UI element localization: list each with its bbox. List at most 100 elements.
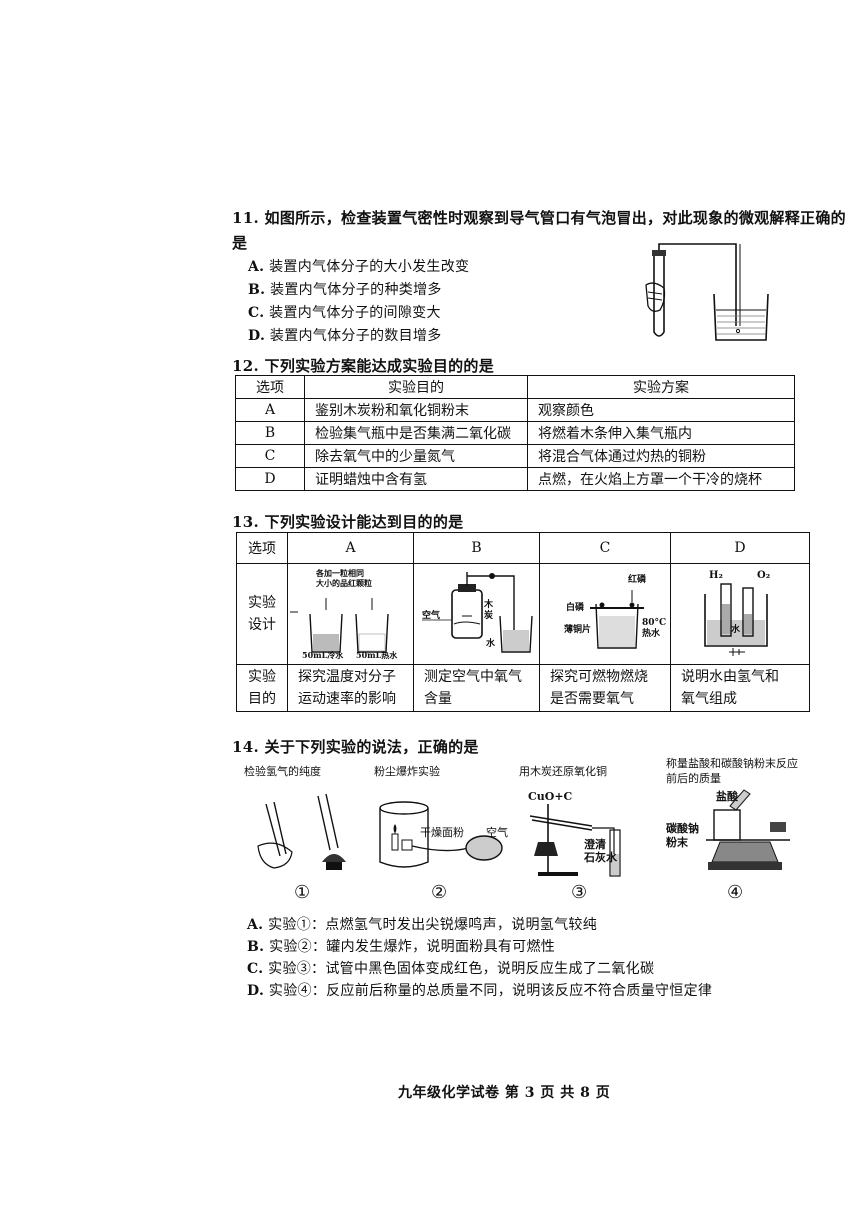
table-row: C 除去氧气中的少量氮气 将混合气体通过灼热的铜粉 <box>235 444 795 468</box>
option-label: A. <box>248 259 265 275</box>
purpose-d: 说明水由氢气和氧气组成 <box>670 664 810 712</box>
table-row: B 检验集气瓶中是否集满二氧化碳 将燃着木条伸入集气瓶内 <box>235 421 795 445</box>
purpose-row: 实验 目的 探究温度对分子运动速率的影响 测定空气中氧气含量 探究可燃物燃烧是否… <box>236 664 810 712</box>
q13-table: 选项 A B C D 实验 设计 各加一粒相同 大小的品红颗粒 5 <box>236 532 810 712</box>
option-label: C. <box>248 305 265 321</box>
design-figure-a: 各加一粒相同 大小的品红颗粒 50mL冷水 50mL热水 <box>287 563 414 665</box>
q11-stem-line2: 是 <box>232 234 248 252</box>
option-text: 实验③：试管中黑色固体变成红色，说明反应生成了二氧化碳 <box>268 961 655 977</box>
fig1-hydrogen-purity <box>252 786 352 882</box>
fig3-cuo-c-label: CuO+C <box>528 790 573 803</box>
fig-d-h2-label: H₂ <box>709 570 723 581</box>
fig2-dust-explosion <box>376 796 506 876</box>
header-col-a: A <box>287 532 414 564</box>
q11-option-c: C. 装置内气体分子的间隙变大 <box>248 302 441 322</box>
fig-a-top-label: 各加一粒相同 大小的品红颗粒 <box>316 568 372 588</box>
fig3-carbon-reduction <box>522 794 642 880</box>
q11-option-d: D. 装置内气体分子的数目增多 <box>248 325 442 345</box>
fig-c-hot-water-label: 80°C 热水 <box>642 618 667 639</box>
design-figure-c: 红磷 白磷 薄铜片 80°C 热水 <box>539 563 671 665</box>
q14-option-a: A. 实验①：点燃氢气时发出尖锐爆鸣声，说明氢气较纯 <box>247 914 597 934</box>
header-col-c: C <box>539 532 671 564</box>
fig3-number: ③ <box>571 882 588 903</box>
fig1-caption: 检验氢气的纯度 <box>244 765 321 778</box>
fig-d-water-label: 水 <box>731 625 741 635</box>
option-text: 装置内气体分子的大小发生改变 <box>269 259 470 275</box>
fig-a-hot-label: 50mL热水 <box>356 650 398 660</box>
fig3-caption: 用木炭还原氧化铜 <box>519 765 607 778</box>
q14-option-c: C. 实验③：试管中黑色固体变成红色，说明反应生成了二氧化碳 <box>247 958 654 978</box>
fig2-air-label: 空气 <box>486 826 508 839</box>
option-text: 实验①：点燃氢气时发出尖锐爆鸣声，说明氢气较纯 <box>268 917 598 933</box>
page-footer: 九年级化学试卷 第 3 页 共 8 页 <box>398 1085 611 1101</box>
fig-b-air-label: 空气 <box>422 611 441 621</box>
option-label: B. <box>247 939 265 955</box>
row-option: D <box>235 467 305 491</box>
fig-b-water-label: 水 <box>486 639 496 649</box>
q12-stem: 12. 下列实验方案能达成实验目的的是 <box>232 357 495 375</box>
row-plan: 点燃，在火焰上方罩一个干冷的烧杯 <box>527 467 795 491</box>
row-purpose: 除去氧气中的少量氮气 <box>304 444 528 468</box>
option-text: 装置内气体分子的种类增多 <box>270 282 442 298</box>
row-purpose: 检验集气瓶中是否集满二氧化碳 <box>304 421 528 445</box>
fig-d-o2-label: O₂ <box>757 570 771 581</box>
option-text: 装置内气体分子的间隙变大 <box>269 305 441 321</box>
table-header-row: 选项 实验目的 实验方案 <box>235 375 795 399</box>
fig2-caption: 粉尘爆炸实验 <box>374 765 440 778</box>
fig4-number: ④ <box>727 882 744 903</box>
header-purpose: 实验目的 <box>304 375 528 399</box>
row-option: B <box>235 421 305 445</box>
row-plan: 将燃着木条伸入集气瓶内 <box>527 421 795 445</box>
header-option: 选项 <box>236 532 288 564</box>
table-row: A 鉴别木炭粉和氧化铜粉末 观察颜色 <box>235 398 795 422</box>
fig3-limewater-label: 澄清 石灰水 <box>584 838 617 864</box>
q14-option-b: B. 实验②：罐内发生爆炸，说明面粉具有可燃性 <box>247 936 555 956</box>
header-option: 选项 <box>235 375 305 399</box>
design-figure-d: H₂ O₂ 水 <box>670 563 810 665</box>
row-option: A <box>235 398 305 422</box>
option-text: 实验②：罐内发生爆炸，说明面粉具有可燃性 <box>269 939 556 955</box>
design-label: 实验 设计 <box>236 563 288 665</box>
fig4-balance <box>690 786 800 878</box>
fig-c-white-p-label: 白磷 <box>566 603 585 613</box>
purpose-a: 探究温度对分子运动速率的影响 <box>287 664 414 712</box>
row-purpose: 证明蜡烛中含有氢 <box>304 467 528 491</box>
fig-c-copper-label: 薄铜片 <box>564 625 592 635</box>
q11-airtightness-figure <box>640 240 780 346</box>
q14-stem: 14. 关于下列实验的说法，正确的是 <box>232 738 479 756</box>
row-plan: 将混合气体通过灼热的铜粉 <box>527 444 795 468</box>
fig4-na2co3-label: 碳酸钠 粉末 <box>666 822 699 849</box>
fig-c-red-p-label: 红磷 <box>628 575 647 585</box>
option-text: 实验④：反应前后称量的总质量不同，说明该反应不符合质量守恒定律 <box>268 983 713 999</box>
q11-option-a: A. 装置内气体分子的大小发生改变 <box>248 256 469 276</box>
option-label: A. <box>247 917 264 933</box>
table-header-row: 选项 A B C D <box>236 532 810 564</box>
q14-option-d: D. 实验④：反应前后称量的总质量不同，说明该反应不符合质量守恒定律 <box>247 980 712 1000</box>
header-plan: 实验方案 <box>527 375 795 399</box>
fig-a-cold-label: 50mL冷水 <box>302 650 344 660</box>
option-label: C. <box>247 961 264 977</box>
header-col-d: D <box>670 532 810 564</box>
option-label: D. <box>248 328 266 344</box>
fig4-hcl-label: 盐酸 <box>716 790 738 803</box>
q11-option-b: B. 装置内气体分子的种类增多 <box>248 279 442 299</box>
fig4-caption-line1: 称量盐酸和碳酸钠粉末反应 <box>666 757 798 770</box>
option-label: D. <box>247 983 265 999</box>
fig2-number: ② <box>431 882 448 903</box>
fig1-number: ① <box>294 882 311 903</box>
option-text: 装置内气体分子的数目增多 <box>269 328 442 344</box>
q13-stem: 13. 下列实验设计能达到目的的是 <box>232 513 464 531</box>
row-plan: 观察颜色 <box>527 398 795 422</box>
row-purpose: 鉴别木炭粉和氧化铜粉末 <box>304 398 528 422</box>
q11-stem-line1: 11. 如图所示，检查装置气密性时观察到导气管口有气泡冒出，对此现象的微观解释正… <box>232 209 846 227</box>
purpose-c: 探究可燃物燃烧是否需要氧气 <box>539 664 671 712</box>
fig2-flour-label: 干燥面粉 <box>420 826 464 839</box>
q12-table: 选项 实验目的 实验方案 A 鉴别木炭粉和氧化铜粉末 观察颜色 B 检验集气瓶中… <box>235 375 795 491</box>
option-label: B. <box>248 282 266 298</box>
design-figure-b: 空气 木 炭 水 <box>413 563 540 665</box>
design-row: 实验 设计 各加一粒相同 大小的品红颗粒 50mL冷水 50mL热水 <box>236 563 810 665</box>
header-col-b: B <box>413 532 540 564</box>
purpose-b: 测定空气中氧气含量 <box>413 664 540 712</box>
fig-b-charcoal-label: 木 炭 <box>484 600 494 621</box>
